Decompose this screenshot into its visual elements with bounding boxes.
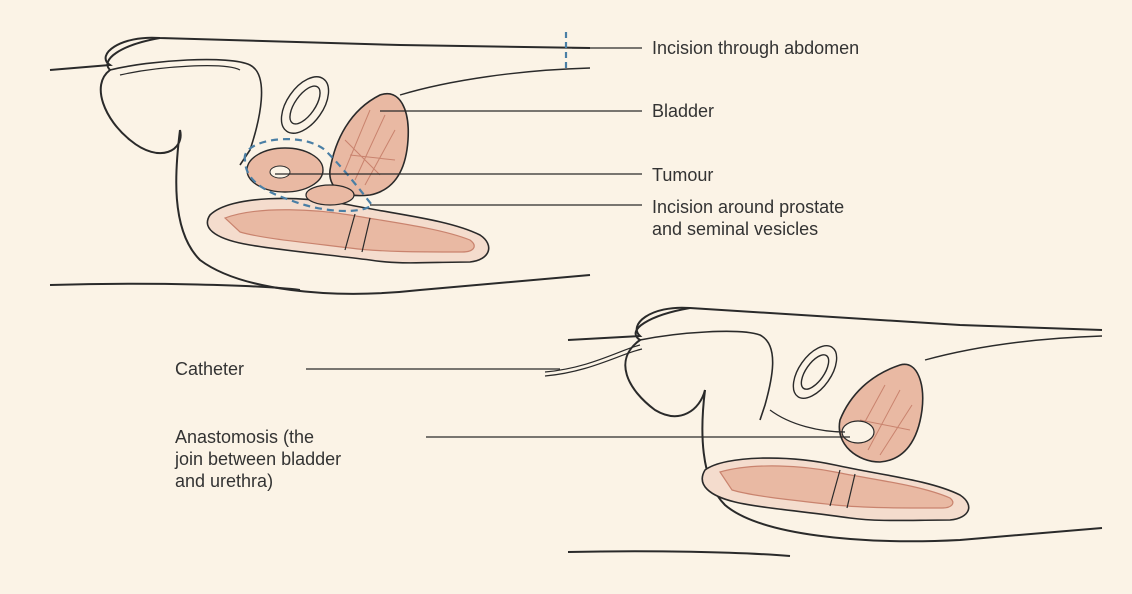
- bladder-bottom: [839, 364, 922, 462]
- label-incision-abdomen: Incision through abdomen: [652, 37, 859, 59]
- label-incision-prostate-line1: Incision around prostate: [652, 196, 844, 218]
- leader-lines-bottom: [306, 369, 850, 437]
- label-catheter: Catheter: [175, 358, 244, 380]
- label-anastomosis: Anastomosis (the join between bladder an…: [175, 426, 341, 492]
- leader-lines-top: [275, 48, 642, 205]
- label-bladder: Bladder: [652, 100, 714, 122]
- bladder-top: [330, 94, 408, 196]
- label-incision-prostate-line2: and seminal vesicles: [652, 218, 844, 240]
- label-anastomosis-line1: Anastomosis (the: [175, 426, 341, 448]
- rectum-bottom: [702, 458, 968, 520]
- label-anastomosis-line2: join between bladder: [175, 448, 341, 470]
- rectum-top: [207, 198, 488, 262]
- pubic-bone-bottom: [785, 338, 846, 406]
- pubic-bone-top: [272, 68, 338, 141]
- label-tumour: Tumour: [652, 164, 713, 186]
- label-incision-prostate: Incision around prostate and seminal ves…: [652, 196, 844, 240]
- label-anastomosis-line3: and urethra): [175, 470, 341, 492]
